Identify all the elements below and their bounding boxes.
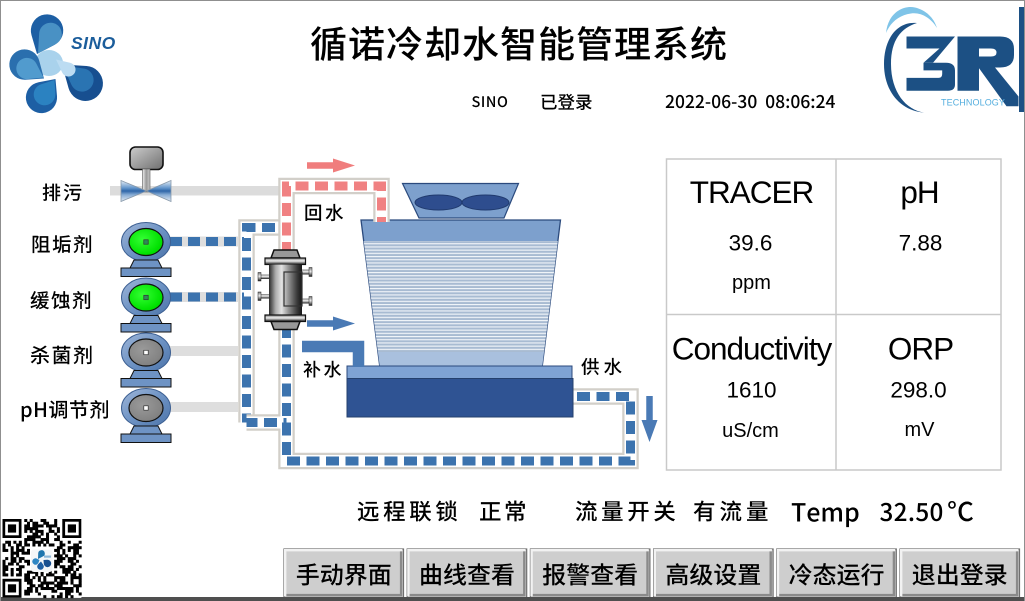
svg-text:7.88: 7.88 [899,231,943,256]
svg-text:TECHNOLOGY: TECHNOLOGY [941,98,1005,108]
svg-text:39.6: 39.6 [729,231,773,256]
svg-text:Conductivity: Conductivity [672,331,833,367]
svg-text:SINO: SINO [71,33,116,53]
svg-text:mV: mV [905,419,936,441]
svg-text:1610: 1610 [726,378,776,403]
svg-text:pH: pH [900,174,938,210]
svg-text:TRACER: TRACER [690,174,814,210]
svg-text:ORP: ORP [888,331,953,367]
svg-text:uS/cm: uS/cm [722,420,779,442]
svg-text:298.0: 298.0 [890,378,946,403]
svg-text:ppm: ppm [732,272,771,294]
